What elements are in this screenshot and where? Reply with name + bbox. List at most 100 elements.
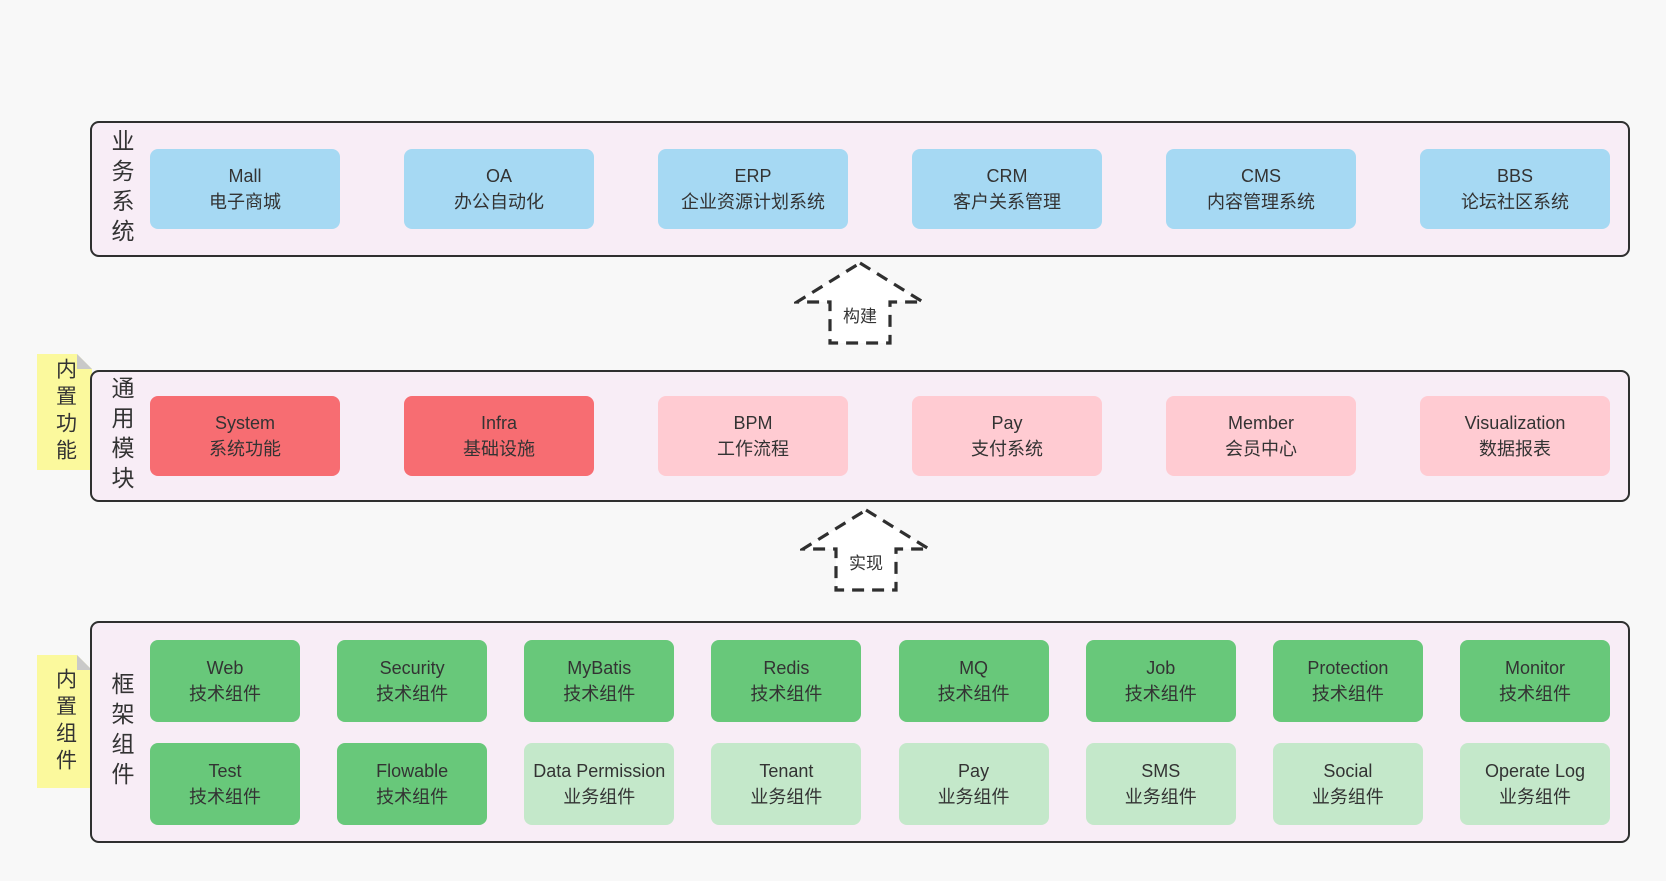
box-infra: Infra 基础设施: [404, 396, 594, 476]
box-flowable: Flowable 技术组件: [337, 742, 488, 825]
box-pay-component: Pay 业务组件: [898, 742, 1049, 825]
tab-built-in-features: 内置功能: [37, 354, 92, 470]
box-title: Data Permission: [533, 760, 666, 781]
box-subtitle: 技术组件: [750, 683, 823, 704]
component-row-2: Test 技术组件 Flowable 技术组件 Data Permission …: [150, 742, 1610, 825]
box-bpm: BPM 工作流程: [658, 396, 848, 476]
box-subtitle: 数据报表: [1479, 439, 1551, 459]
box-oa: OA 办公自动化: [404, 149, 594, 229]
box-system: System 系统功能: [150, 396, 340, 476]
box-subtitle: 基础设施: [463, 439, 535, 459]
layer-framework-components: 框架组件 Web 技术组件 Security 技术组件 MyBatis 技术组件…: [90, 621, 1630, 843]
box-title: Job: [1146, 657, 1176, 678]
box-tenant: Tenant 业务组件: [711, 742, 862, 825]
box-title: BBS: [1496, 166, 1534, 186]
box-mybatis: MyBatis 技术组件: [524, 639, 675, 722]
box-subtitle: 技术组件: [1498, 683, 1571, 704]
arrow-build: 构建: [794, 260, 926, 346]
box-title: Web: [206, 657, 244, 678]
box-title: Pay: [991, 413, 1023, 433]
box-security: Security 技术组件: [337, 639, 488, 722]
arrow-implement: 实现: [800, 507, 932, 593]
box-title: Pay: [958, 760, 990, 781]
box-title: CMS: [1241, 166, 1281, 186]
box-title: MyBatis: [567, 657, 632, 678]
box-title: ERP: [734, 166, 772, 186]
box-mall: Mall 电子商城: [150, 149, 340, 229]
module-boxes: System 系统功能 Infra 基础设施 BPM 工作流程 Pay 支付系统…: [150, 372, 1628, 500]
box-title: Infra: [480, 413, 518, 433]
box-subtitle: 技术组件: [189, 683, 261, 704]
box-member: Member 会员中心: [1166, 396, 1356, 476]
box-subtitle: 技术组件: [376, 683, 449, 704]
box-subtitle: 业务组件: [1311, 786, 1384, 807]
box-protection: Protection 技术组件: [1272, 639, 1423, 722]
component-row-1: Web 技术组件 Security 技术组件 MyBatis 技术组件 Redi…: [150, 639, 1610, 722]
box-subtitle: 业务组件: [750, 786, 823, 807]
box-title: CRM: [986, 166, 1028, 186]
box-title: Tenant: [759, 760, 814, 781]
box-monitor: Monitor 技术组件: [1459, 639, 1610, 722]
box-subtitle: 支付系统: [971, 439, 1043, 459]
box-title: Protection: [1307, 657, 1389, 678]
box-subtitle: 技术组件: [1124, 683, 1197, 704]
box-mq: MQ 技术组件: [898, 639, 1049, 722]
tab-built-in-components: 内置组件: [37, 655, 92, 788]
box-subtitle: 业务组件: [937, 786, 1010, 807]
box-bbs: BBS 论坛社区系统: [1420, 149, 1610, 229]
box-subtitle: 电子商城: [209, 192, 281, 212]
box-cms: CMS 内容管理系统: [1166, 149, 1356, 229]
box-subtitle: 论坛社区系统: [1461, 192, 1569, 212]
box-title: Member: [1227, 413, 1294, 433]
box-title: SMS: [1141, 760, 1181, 781]
box-sms: SMS 业务组件: [1085, 742, 1236, 825]
box-subtitle: 客户关系管理: [953, 192, 1061, 212]
box-title: Redis: [763, 657, 810, 678]
box-title: Visualization: [1464, 413, 1566, 433]
box-subtitle: 业务组件: [563, 786, 636, 807]
box-title: Monitor: [1504, 657, 1565, 678]
box-subtitle: 技术组件: [937, 683, 1010, 704]
box-data-permission: Data Permission 业务组件: [524, 742, 675, 825]
box-title: OA: [485, 166, 512, 186]
box-subtitle: 技术组件: [563, 683, 636, 704]
box-subtitle: 会员中心: [1225, 439, 1297, 459]
box-subtitle: 业务组件: [1124, 786, 1197, 807]
box-title: MQ: [959, 657, 989, 678]
layer-modules-label: 通用模块: [108, 376, 134, 496]
box-operate-log: Operate Log 业务组件: [1459, 742, 1610, 825]
box-job: Job 技术组件: [1085, 639, 1236, 722]
box-subtitle: 工作流程: [717, 439, 789, 459]
box-subtitle: 技术组件: [189, 786, 261, 807]
box-social: Social 业务组件: [1272, 742, 1423, 825]
box-subtitle: 系统功能: [209, 439, 281, 459]
business-boxes: Mall 电子商城 OA 办公自动化 ERP 企业资源计划系统 CRM 客户关系…: [150, 123, 1628, 255]
arrow-build-label: 构建: [840, 302, 880, 327]
arrow-implement-label: 实现: [846, 549, 886, 574]
box-subtitle: 技术组件: [376, 786, 449, 807]
box-title: BPM: [733, 413, 773, 433]
box-test: Test 技术组件: [150, 742, 300, 825]
box-title: Social: [1323, 760, 1373, 781]
box-visualization: Visualization 数据报表: [1420, 396, 1610, 476]
box-redis: Redis 技术组件: [711, 639, 862, 722]
layer-common-modules: 通用模块 System 系统功能 Infra 基础设施 BPM 工作流程 Pay…: [90, 370, 1630, 502]
box-title: Operate Log: [1484, 760, 1586, 781]
box-title: Test: [208, 760, 242, 781]
box-title: Flowable: [376, 760, 449, 781]
component-rows: Web 技术组件 Security 技术组件 MyBatis 技术组件 Redi…: [150, 623, 1628, 841]
box-web: Web 技术组件: [150, 639, 300, 722]
box-subtitle: 内容管理系统: [1207, 192, 1315, 212]
box-subtitle: 技术组件: [1311, 683, 1384, 704]
box-title: Security: [379, 657, 445, 678]
box-crm: CRM 客户关系管理: [912, 149, 1102, 229]
box-subtitle: 业务组件: [1498, 786, 1571, 807]
box-title: System: [214, 413, 275, 433]
box-title: Mall: [228, 166, 262, 186]
layer-business-label: 业务系统: [108, 129, 134, 249]
box-erp: ERP 企业资源计划系统: [658, 149, 848, 229]
box-subtitle: 办公自动化: [454, 192, 544, 212]
box-pay-module: Pay 支付系统: [912, 396, 1102, 476]
layer-components-label: 框架组件: [108, 672, 134, 792]
